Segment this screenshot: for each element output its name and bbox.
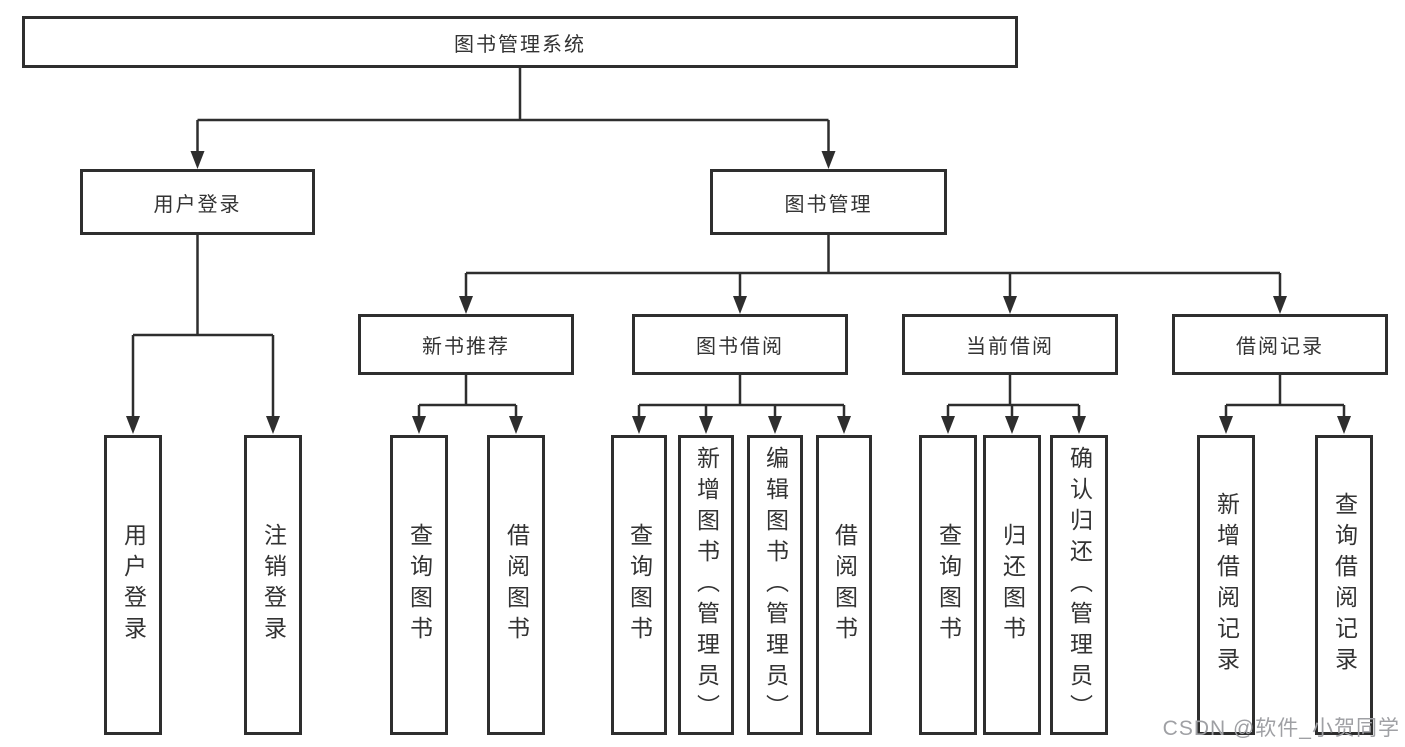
node-borrow-records: 借阅记录 [1172,314,1388,375]
arrowhead-icon [126,416,140,434]
arrowhead-icon [459,296,473,314]
leaf-return-books: 归还图书 [983,435,1041,735]
leaf-newbook-borrow-books: 借阅图书 [487,435,545,735]
node-user-login-label: 用户登录 [153,193,242,216]
connector-borrowrecords-to-leaves [1224,375,1346,420]
leaf-query-borrow-record: 查询借阅记录 [1315,435,1373,735]
arrowhead-icon [632,416,646,434]
connector-bookborrow-to-leaves [637,375,846,420]
arrowhead-icon [1337,416,1351,434]
arrowhead-icon [266,416,280,434]
leaf-query-borrow-record-label: 查询借阅记录 [1331,492,1358,678]
leaf-add-books-admin: 新增图书（管理员） [678,435,734,735]
arrowhead-icon [821,151,836,169]
leaf-borrow-query-books: 查询图书 [611,435,667,735]
node-current-borrow: 当前借阅 [902,314,1118,375]
arrowhead-icon [412,416,426,434]
leaf-newbook-query-books: 查询图书 [390,435,448,735]
leaf-add-borrow-record-label: 新增借阅记录 [1213,492,1240,678]
leaf-add-books-admin-label: 新增图书（管理员） [693,445,720,725]
leaf-edit-books-admin: 编辑图书（管理员） [747,435,803,735]
arrowhead-icon [1273,296,1287,314]
node-book-borrow-label: 图书借阅 [696,336,784,358]
leaf-confirm-return-admin: 确认归还（管理员） [1050,435,1108,735]
node-new-book-recommend: 新书推荐 [358,314,574,375]
arrowhead-icon [1219,416,1233,434]
csdn-watermark: CSDN @软件_小贺同学 [1162,717,1400,740]
arrowhead-icon [190,151,205,169]
leaf-borrow-query-books-label: 查询图书 [626,523,653,647]
leaf-borrow-borrow-books: 借阅图书 [816,435,872,735]
node-book-borrow: 图书借阅 [632,314,848,375]
node-current-borrow-label: 当前借阅 [966,336,1054,358]
leaf-logout: 注销登录 [244,435,302,735]
leaf-add-borrow-record: 新增借阅记录 [1197,435,1255,735]
leaf-return-books-label: 归还图书 [999,523,1026,647]
leaf-borrow-borrow-books-label: 借阅图书 [831,523,858,647]
connector-bookmgmt-to-level3 [464,235,1282,300]
leaf-confirm-return-admin-label: 确认归还（管理员） [1066,445,1093,725]
connector-newbook-to-leaves [417,375,518,420]
leaf-newbook-borrow-books-label: 借阅图书 [503,523,530,647]
arrowhead-icon [1005,416,1019,434]
arrowhead-icon [509,416,523,434]
arrowhead-icon [733,296,747,314]
node-user-login: 用户登录 [80,169,315,235]
node-borrow-records-label: 借阅记录 [1236,336,1324,358]
node-root-label: 图书管理系统 [454,33,586,56]
arrowhead-icon [1003,296,1017,314]
arrowhead-icon [1072,416,1086,434]
leaf-current-query-books: 查询图书 [919,435,977,735]
arrowhead-icon [941,416,955,434]
leaf-newbook-query-books-label: 查询图书 [406,523,433,647]
connector-userlogin-to-leaves [131,235,275,420]
connector-root-to-level2 [196,68,830,152]
leaf-edit-books-admin-label: 编辑图书（管理员） [762,445,789,725]
node-book-management-label: 图书管理 [784,193,873,216]
connector-strokes [196,68,830,152]
leaf-logout-label: 注销登录 [260,523,287,647]
arrowhead-icon [699,416,713,434]
node-root: 图书管理系统 [22,16,1018,68]
node-book-management: 图书管理 [710,169,947,235]
arrowhead-icon [768,416,782,434]
node-new-book-recommend-label: 新书推荐 [422,336,510,358]
leaf-user-login: 用户登录 [104,435,162,735]
arrowhead-icon [837,416,851,434]
leaf-current-query-books-label: 查询图书 [935,523,962,647]
leaf-user-login-label: 用户登录 [120,523,147,647]
connector-currentborrow-to-leaves [946,375,1081,420]
